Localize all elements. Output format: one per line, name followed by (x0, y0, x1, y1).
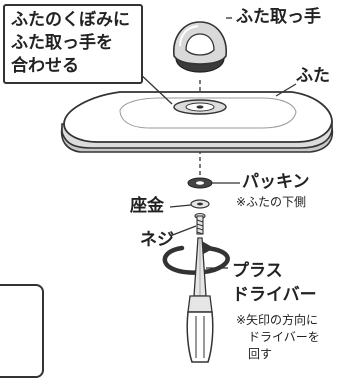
leader-callout (137, 71, 173, 105)
leader-lid (275, 83, 297, 97)
label-washer: 座金 (130, 196, 164, 216)
note-line-3: 回す (248, 347, 273, 361)
packing-part (187, 177, 213, 189)
callout-line-2: ふた取っ手を (11, 33, 113, 53)
label-lid: ふた (296, 66, 330, 86)
note-line-2: ドライバーを (248, 330, 320, 344)
side-frame-box (0, 284, 44, 378)
leader-screw (169, 225, 197, 237)
washer-part (190, 199, 210, 209)
lid-handle-assembly-diagram: ふたのくぼみに ふた取っ手を 合わせる ふた取っ手 ふた パッキン ※ふたの下側… (0, 4, 334, 378)
callout-line-3: 合わせる (11, 56, 79, 76)
callout-line-1: ふたのくぼみに (11, 10, 130, 30)
diagram-drawing (60, 17, 334, 363)
screw-part (194, 212, 206, 235)
label-handle: ふた取っ手 (236, 7, 321, 27)
lid-part (60, 91, 334, 153)
callout-box: ふたのくぼみに ふた取っ手を 合わせる (3, 4, 143, 84)
note-line-1: ※矢印の方向に (236, 313, 319, 327)
label-screwdriver-2: ドライバー (232, 285, 317, 305)
label-packing: パッキン (242, 172, 310, 192)
phillips-screwdriver-icon (186, 237, 214, 363)
lid-handle-part (173, 21, 227, 73)
label-packing-note: ※ふたの下側 (236, 195, 307, 209)
label-screw: ネジ (140, 230, 174, 250)
label-screwdriver-1: プラス (232, 261, 283, 281)
leader-washer (169, 204, 192, 208)
